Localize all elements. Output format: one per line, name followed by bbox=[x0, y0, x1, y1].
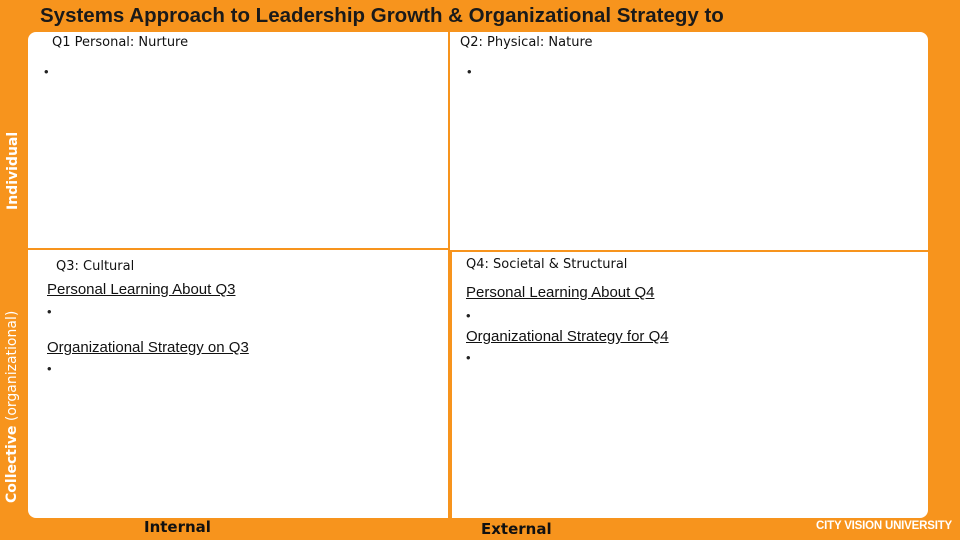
quadrant-q1-bullet: • bbox=[44, 64, 49, 79]
quadrant-q1: Q1 Personal: Nurture • bbox=[28, 32, 448, 248]
q4-organizational-strategy-bullet: • bbox=[466, 350, 471, 365]
city-vision-university-logo: CITY VISION UNIVERSITY bbox=[816, 520, 952, 532]
side-label-collective-bold: Collective bbox=[4, 425, 20, 503]
slide-title: Systems Approach to Leadership Growth & … bbox=[40, 4, 724, 27]
q3-personal-learning-heading: Personal Learning About Q3 bbox=[47, 281, 236, 298]
q4-personal-learning-bullet: • bbox=[466, 308, 471, 323]
bottom-label-internal: Internal bbox=[144, 518, 211, 536]
quadrant-q3: Q3: Cultural Personal Learning About Q3 … bbox=[28, 250, 448, 518]
q3-personal-learning-bullet: • bbox=[47, 304, 52, 319]
quadrant-q4-label: Q4: Societal & Structural bbox=[466, 257, 628, 272]
quadrant-q2-bullet: • bbox=[467, 64, 472, 79]
q3-organizational-strategy-bullet: • bbox=[47, 361, 52, 376]
q3-organizational-strategy-heading: Organizational Strategy on Q3 bbox=[47, 339, 249, 356]
side-label-individual: Individual bbox=[5, 131, 21, 210]
q4-personal-learning-heading: Personal Learning About Q4 bbox=[466, 284, 655, 301]
side-label-collective: Collective (organizational) bbox=[4, 311, 20, 503]
bottom-label-external: External bbox=[481, 520, 552, 538]
quadrant-q2-label: Q2: Physical: Nature bbox=[460, 35, 593, 50]
quadrant-q3-label: Q3: Cultural bbox=[56, 259, 135, 274]
quadrant-q4: Q4: Societal & Structural Personal Learn… bbox=[452, 252, 928, 518]
q4-organizational-strategy-heading: Organizational Strategy for Q4 bbox=[466, 328, 669, 345]
quadrant-q1-label: Q1 Personal: Nurture bbox=[52, 35, 189, 50]
quadrant-q2: Q2: Physical: Nature • bbox=[450, 32, 928, 250]
side-label-collective-rest: (organizational) bbox=[4, 310, 20, 426]
